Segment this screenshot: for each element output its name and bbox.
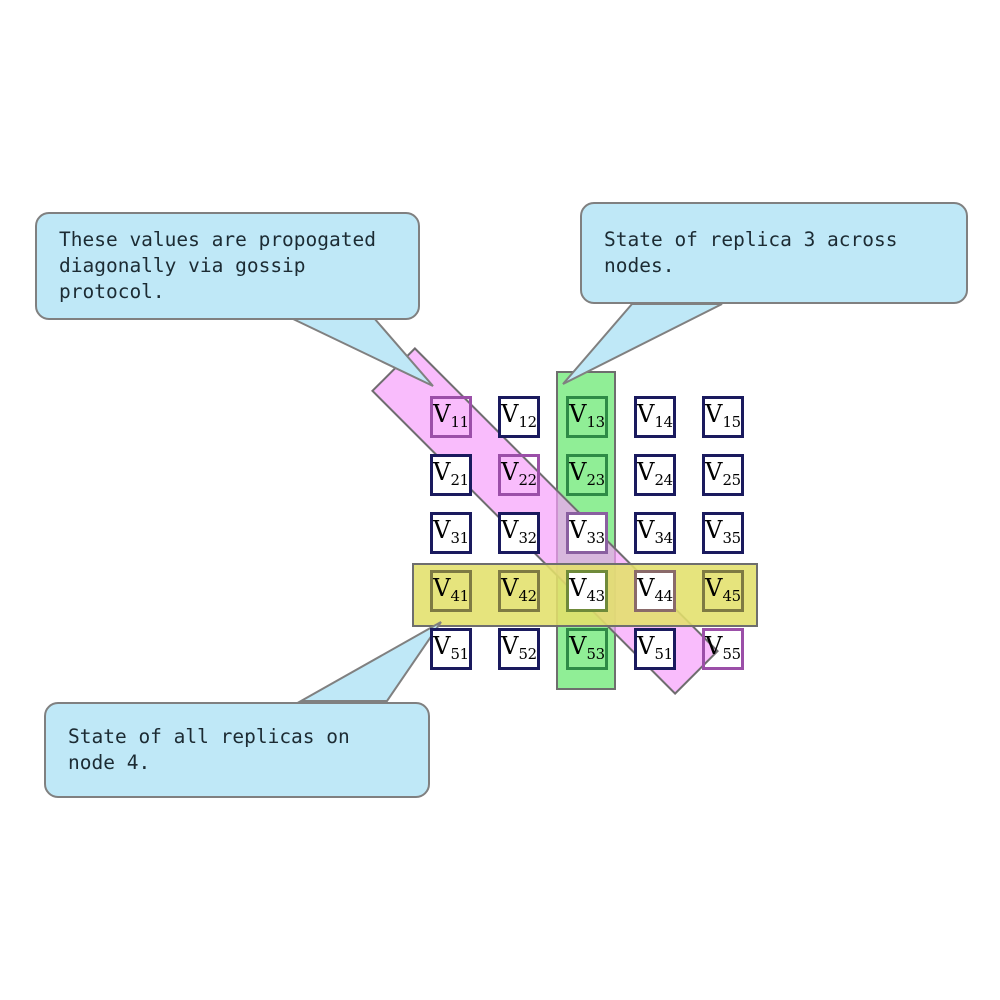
grid-cell-r1c4[interactable]: V14 bbox=[634, 396, 676, 438]
callout-gossip[interactable]: These values are propogated diagonally v… bbox=[35, 212, 420, 320]
grid-cell-label: V14 bbox=[637, 400, 673, 431]
grid-cell-r1c5[interactable]: V15 bbox=[702, 396, 744, 438]
grid-cell-label: V51 bbox=[433, 632, 469, 663]
grid-cell-r2c4[interactable]: V24 bbox=[634, 454, 676, 496]
grid-cell-r5c5[interactable]: V55 bbox=[702, 628, 744, 670]
grid-cell-r3c4[interactable]: V34 bbox=[634, 512, 676, 554]
grid-cell-r2c1[interactable]: V21 bbox=[430, 454, 472, 496]
replica-callout-tail bbox=[562, 303, 723, 385]
grid-cell-r5c4[interactable]: V51 bbox=[634, 628, 676, 670]
grid-cell-label: V51 bbox=[637, 632, 673, 663]
grid-cell-r4c5[interactable]: V45 bbox=[702, 570, 744, 612]
grid-cell-label: V41 bbox=[433, 574, 469, 605]
grid-cell-label: V43 bbox=[569, 574, 605, 605]
grid-cell-label: V24 bbox=[637, 458, 673, 489]
grid-cell-label: V15 bbox=[705, 400, 741, 431]
grid-cell-r4c3[interactable]: V43 bbox=[566, 570, 608, 612]
grid-cell-r1c1[interactable]: V11 bbox=[430, 396, 472, 438]
grid-cell-label: V21 bbox=[433, 458, 469, 489]
callout-gossip-text: These values are propogated diagonally v… bbox=[59, 227, 376, 304]
grid-cell-label: V22 bbox=[501, 458, 537, 489]
grid-cell-r4c1[interactable]: V41 bbox=[430, 570, 472, 612]
grid-cell-r3c5[interactable]: V35 bbox=[702, 512, 744, 554]
grid-cell-r5c1[interactable]: V51 bbox=[430, 628, 472, 670]
callout-replica[interactable]: State of replica 3 across nodes. bbox=[580, 202, 968, 304]
grid-cell-r5c3[interactable]: V53 bbox=[566, 628, 608, 670]
grid-cell-r3c3[interactable]: V33 bbox=[566, 512, 608, 554]
grid-cell-r3c2[interactable]: V32 bbox=[498, 512, 540, 554]
gossip-callout-tail bbox=[290, 317, 434, 387]
callout-node[interactable]: State of all replicas on node 4. bbox=[44, 702, 430, 798]
grid-cell-r5c2[interactable]: V52 bbox=[498, 628, 540, 670]
grid-cell-label: V33 bbox=[569, 516, 605, 547]
grid-cell-label: V44 bbox=[637, 574, 673, 605]
grid-cell-r1c3[interactable]: V13 bbox=[566, 396, 608, 438]
node-callout-tail bbox=[297, 621, 442, 702]
grid-cell-r3c1[interactable]: V31 bbox=[430, 512, 472, 554]
grid-cell-label: V52 bbox=[501, 632, 537, 663]
grid-cell-label: V53 bbox=[569, 632, 605, 663]
grid-cell-label: V55 bbox=[705, 632, 741, 663]
callout-replica-text: State of replica 3 across nodes. bbox=[604, 227, 898, 277]
grid-cell-label: V32 bbox=[501, 516, 537, 547]
grid-cell-r1c2[interactable]: V12 bbox=[498, 396, 540, 438]
grid-cell-label: V31 bbox=[433, 516, 469, 547]
grid-cell-r2c2[interactable]: V22 bbox=[498, 454, 540, 496]
grid-cell-label: V12 bbox=[501, 400, 537, 431]
callout-node-text: State of all replicas on node 4. bbox=[68, 724, 350, 774]
grid-cell-label: V11 bbox=[433, 400, 469, 431]
grid-cell-label: V13 bbox=[569, 400, 605, 431]
grid-cell-r2c3[interactable]: V23 bbox=[566, 454, 608, 496]
grid-cell-r4c2[interactable]: V42 bbox=[498, 570, 540, 612]
grid-cell-label: V45 bbox=[705, 574, 741, 605]
grid-cell-label: V23 bbox=[569, 458, 605, 489]
grid-cell-label: V35 bbox=[705, 516, 741, 547]
grid-cell-label: V34 bbox=[637, 516, 673, 547]
grid-cell-label: V42 bbox=[501, 574, 537, 605]
grid-cell-r2c5[interactable]: V25 bbox=[702, 454, 744, 496]
grid-cell-label: V25 bbox=[705, 458, 741, 489]
grid-cell-r4c4[interactable]: V44 bbox=[634, 570, 676, 612]
